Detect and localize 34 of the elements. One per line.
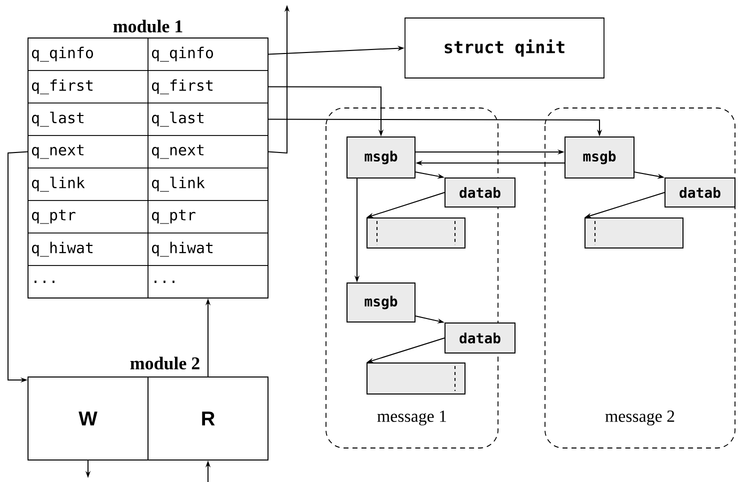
block-box: msgb (564, 136, 634, 178)
table-cell: q_ptr (148, 200, 268, 234)
buffer-box (366, 218, 466, 248)
table-cell: q_hiwat (148, 232, 268, 266)
dashed-group (544, 108, 736, 448)
table-cell: q_first (148, 70, 268, 104)
node-label: module 2 (130, 356, 200, 370)
block-box: datab (664, 178, 736, 208)
table-cell: q_link (28, 168, 148, 201)
queue-cell: R (148, 376, 268, 460)
table-cell: ... (28, 265, 148, 298)
block-box: datab (444, 178, 516, 208)
table-cell: q_qinfo (28, 38, 148, 71)
table-cell: q_next (28, 135, 148, 168)
group-label: message 2 (605, 410, 674, 426)
table-cell: q_qinfo (148, 38, 268, 71)
node-label: module 1 (113, 20, 182, 32)
table-cell: q_next (148, 135, 268, 168)
group-label: message 1 (377, 410, 446, 426)
table-cell: q_last (28, 102, 148, 136)
dashed-group (326, 108, 498, 448)
table-cell: q_first (28, 70, 148, 104)
block-box: msgb (346, 282, 416, 322)
table-cell: q_link (148, 168, 268, 201)
block-box: msgb (346, 136, 416, 178)
buffer-box (366, 362, 466, 394)
table-cell: ... (148, 265, 268, 298)
table-cell: q_last (148, 102, 268, 136)
buffer-box (584, 218, 684, 248)
table-cell: q_ptr (28, 200, 148, 234)
struct-box: struct qinit (404, 18, 604, 78)
table-cell: q_hiwat (28, 232, 148, 266)
queue-cell: W (28, 376, 148, 460)
block-box: datab (444, 322, 516, 354)
